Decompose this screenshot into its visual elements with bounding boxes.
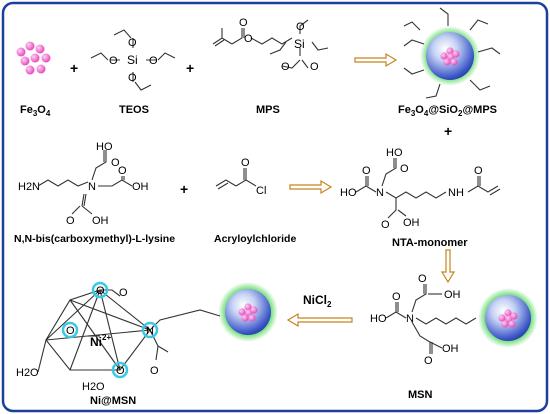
svg-text:O: O [381, 219, 390, 231]
msn-label: MSN [408, 389, 433, 401]
teos-label: TEOS [119, 104, 149, 116]
svg-text:OH: OH [403, 217, 420, 229]
water-ligand: H2O [82, 381, 105, 393]
mps-structure: O O Si O O O [212, 17, 329, 73]
svg-text:N: N [88, 181, 96, 193]
plus-sign: + [186, 60, 194, 76]
svg-text:HO: HO [386, 147, 403, 159]
teos-structure: Si O O O O [90, 29, 176, 91]
svg-text:Si: Si [294, 37, 305, 51]
svg-text:Si: Si [127, 53, 138, 67]
water-bond [37, 339, 47, 373]
svg-text:NH: NH [448, 187, 464, 199]
svg-text:O: O [474, 165, 483, 177]
svg-text:O: O [281, 61, 290, 73]
reaction-arrow-down [440, 249, 456, 284]
svg-text:O: O [128, 37, 137, 49]
lysine-derivative-structure: H2N N O OH HO O OH O [18, 141, 149, 227]
nta-monomer-structure: HO O N HO O O OH NH O [340, 147, 501, 231]
svg-text:O: O [310, 61, 319, 73]
svg-text:O: O [362, 165, 371, 177]
svg-text:O: O [116, 365, 125, 377]
svg-text:O: O [418, 273, 427, 285]
svg-text:O: O [66, 325, 75, 337]
core-shell-particle-icon [218, 282, 278, 342]
svg-text:OH: OH [92, 215, 109, 227]
reaction-arrow-right [354, 52, 398, 68]
nta-monomer-label: NTA-monomer [392, 237, 468, 249]
reaction-arrow-left [286, 312, 353, 328]
svg-text:N: N [406, 313, 414, 325]
nickel-coordination-icon: O O N O O O Ni2+ [45, 281, 221, 379]
svg-text:O: O [128, 72, 137, 84]
svg-text:OH: OH [444, 289, 461, 301]
plus-sign: + [444, 123, 452, 139]
svg-text:O: O [239, 17, 248, 29]
svg-text:O: O [241, 157, 250, 169]
svg-text:HO: HO [340, 187, 357, 199]
svg-text:O: O [118, 165, 127, 177]
svg-text:N: N [376, 187, 384, 199]
svg-text:Ni2+: Ni2+ [90, 333, 111, 349]
reaction-arrow-right [289, 179, 333, 195]
msn-structure: HO O N O OH O OH [370, 273, 477, 367]
svg-text:OH: OH [132, 181, 149, 193]
svg-text:O: O [150, 365, 159, 377]
plus-sign: + [70, 60, 78, 76]
svg-text:O: O [109, 55, 118, 67]
svg-text:O: O [424, 355, 433, 367]
plus-sign: + [180, 181, 188, 197]
fe3o4-label: Fe3O4 [20, 104, 51, 118]
water-ligand: H2O [16, 367, 39, 379]
svg-text:O: O [119, 287, 128, 299]
ni-msn-label: Ni@MSN [90, 395, 136, 407]
nicl2-label: NiCl2 [303, 293, 332, 309]
core-shell-particle-icon [478, 288, 538, 348]
svg-text:O: O [244, 33, 253, 45]
svg-text:O: O [392, 291, 401, 303]
mps-label: MPS [256, 104, 280, 116]
svg-text:O: O [400, 163, 409, 175]
svg-text:H2N: H2N [18, 181, 40, 193]
svg-text:O: O [149, 55, 158, 67]
svg-text:OH: OH [442, 343, 459, 355]
svg-text:HO: HO [370, 313, 387, 325]
fe3o4-nanoparticle-icon [16, 41, 51, 75]
svg-text:O: O [296, 21, 305, 33]
svg-text:O: O [66, 215, 75, 227]
acryloyl-chloride-structure: O Cl [215, 157, 266, 197]
lysine-derivative-label: N,N-bis(carboxymethyl)-L-lysine [14, 233, 175, 245]
fe3o4-sio2-mps-label: Fe3O4@SiO2@MPS [398, 104, 497, 118]
acryloylchloride-label: Acryloylchloride [214, 233, 296, 245]
core-shell-particle-icon [403, 7, 501, 99]
svg-text:O: O [111, 157, 120, 169]
svg-text:O: O [96, 285, 105, 297]
svg-text:HO: HO [96, 141, 113, 153]
svg-text:Cl: Cl [256, 185, 266, 197]
svg-text:N: N [146, 325, 154, 337]
